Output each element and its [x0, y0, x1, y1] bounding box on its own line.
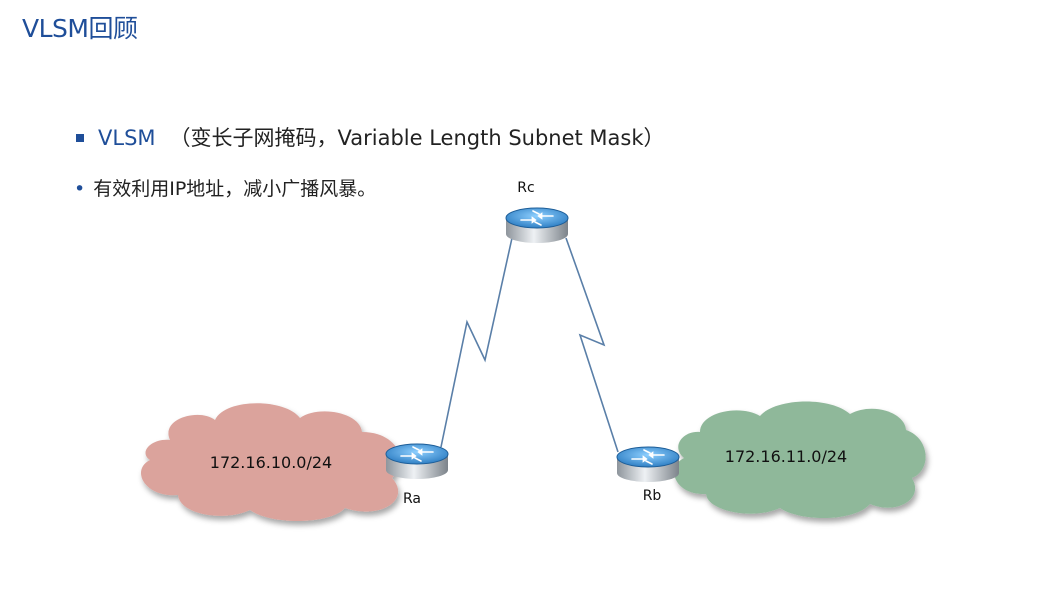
- router-ra-icon: [385, 443, 449, 480]
- serial-link-rc-rb: [565, 237, 619, 453]
- slide-title: VLSM回顾: [22, 14, 138, 43]
- router-ra-label: Ra: [403, 491, 421, 507]
- dot-bullet-icon: •: [74, 178, 86, 200]
- sub-bullet: • 有效利用IP地址，减小广播风暴。: [74, 174, 376, 201]
- main-bullet: VLSM （变长子网掩码，Variable Length Subnet Mask）: [76, 122, 665, 152]
- network-cloud-b: [674, 401, 926, 519]
- router-rb-label: Rb: [643, 488, 662, 504]
- router-rb-icon: [616, 446, 680, 483]
- network-b-label: 172.16.11.0/24: [725, 447, 847, 466]
- router-rc-label: Rc: [517, 180, 534, 196]
- router-rc-icon: [505, 207, 569, 244]
- network-cloud-a: [140, 403, 401, 522]
- sub-bullet-text: 有效利用IP地址，减小广播风暴。: [93, 178, 377, 200]
- bullet-description: （变长子网掩码，Variable Length Subnet Mask）: [169, 126, 665, 150]
- bullet-keyword: VLSM: [98, 126, 156, 150]
- square-bullet-icon: [76, 134, 84, 142]
- serial-link-ra-rc: [440, 237, 513, 448]
- network-a-label: 172.16.10.0/24: [210, 453, 332, 472]
